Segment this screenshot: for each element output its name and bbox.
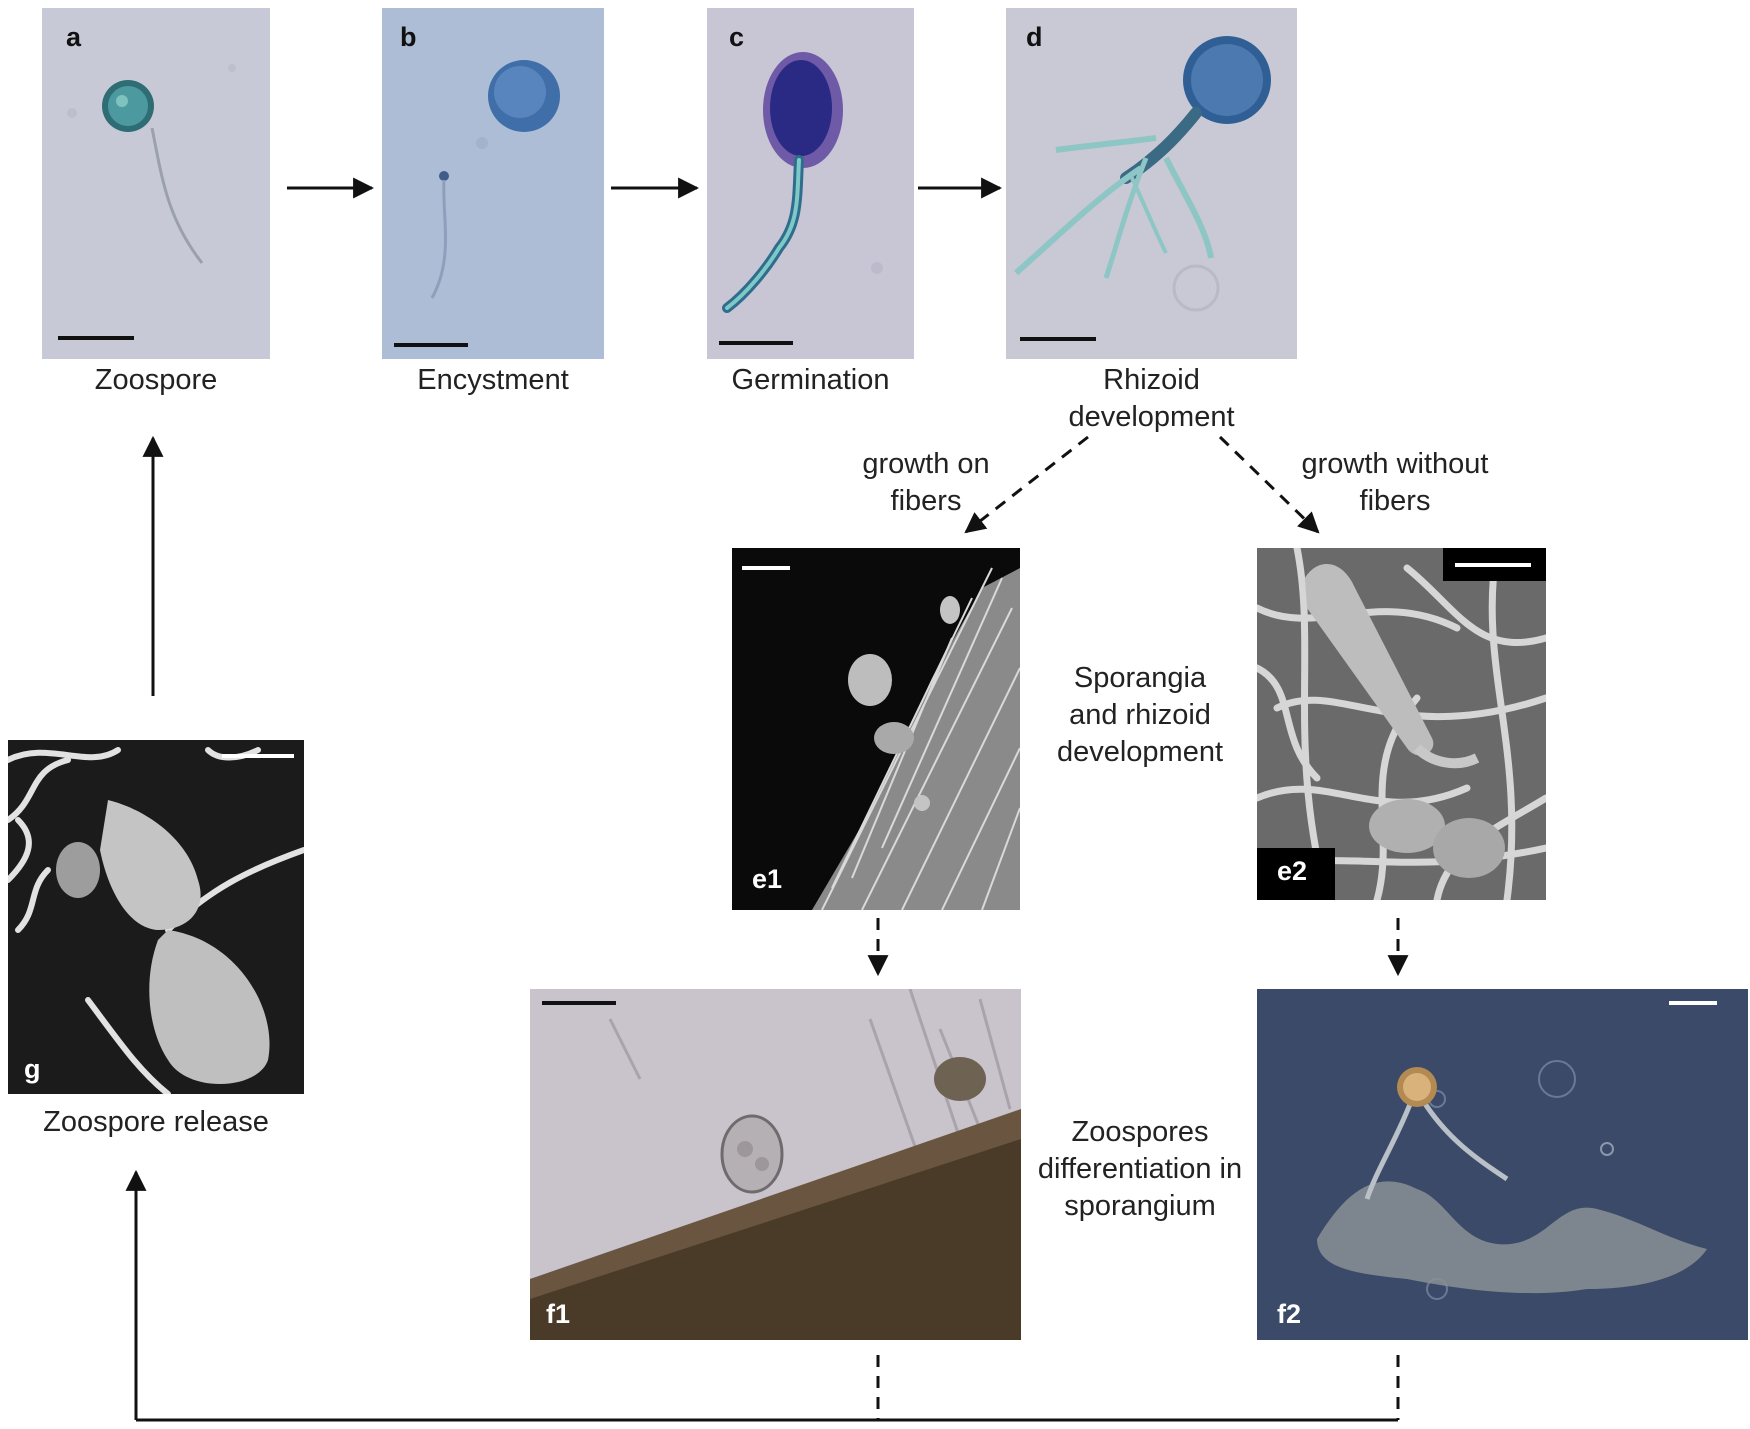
scale-bar-e2 (1455, 563, 1531, 567)
scale-bar-a (58, 336, 134, 340)
panel-letter-f1: f1 (546, 1299, 571, 1329)
stage-label-sporangia-line1: Sporangia (1073, 662, 1207, 694)
sem-without-fibers-image (1257, 548, 1546, 900)
panel-letter-f2: f2 (1277, 1299, 1302, 1329)
panel-letter-a: a (66, 22, 82, 52)
scale-bar-g (222, 754, 294, 758)
stage-label-zoospores-line3: sporangium (1064, 1190, 1216, 1222)
scale-bar-c (719, 341, 793, 345)
panel-letter-e1: e1 (752, 864, 783, 894)
caption-germination: Germination (731, 364, 890, 396)
stage-label-zoospores-line2: differentiation in (1037, 1153, 1243, 1185)
scale-bar-f1 (542, 1001, 616, 1005)
panel-e2-micrograph: e2 (1257, 548, 1546, 900)
branch-label-without-fibers-line1: growth without (1301, 448, 1489, 480)
panel-b-micrograph: b (382, 8, 604, 359)
panel-letter-d: d (1026, 22, 1043, 52)
panel-f1-micrograph: f1 (530, 989, 1021, 1340)
scale-bar-d (1020, 337, 1096, 341)
encystment-image (382, 8, 604, 359)
panel-e1-micrograph: e1 (732, 548, 1020, 910)
stage-label-sporangia-line2: and rhizoid (1069, 699, 1211, 731)
caption-rhizoid-line1: Rhizoid (1103, 364, 1200, 396)
panel-letter-b: b (400, 22, 417, 52)
caption-encystment: Encystment (417, 364, 569, 396)
panel-d-micrograph: d (1006, 8, 1297, 359)
zoospore-image (42, 8, 270, 359)
branch-label-on-fibers-line2: fibers (890, 485, 962, 517)
panel-a-micrograph: a (42, 8, 270, 359)
panel-letter-e2: e2 (1277, 856, 1308, 886)
sporangium-on-fiber-image (530, 989, 1021, 1340)
sem-on-fibers-image (732, 548, 1020, 910)
stage-label-zoospores-line1: Zoospores (1071, 1116, 1209, 1148)
panel-letter-g: g (24, 1054, 41, 1084)
zoospore-release-image (8, 740, 304, 1094)
germination-image (707, 8, 914, 359)
panel-f2-micrograph: f2 (1257, 989, 1748, 1340)
panel-g-micrograph: g (8, 740, 304, 1094)
scale-bar-e1 (742, 566, 790, 570)
scale-bar-b (394, 343, 468, 347)
caption-zoospore: Zoospore (94, 364, 218, 396)
rhizoid-image (1006, 8, 1297, 359)
caption-zoospore-release: Zoospore release (43, 1106, 269, 1138)
caption-rhizoid-line2: development (1068, 401, 1235, 433)
panel-letter-c: c (729, 22, 745, 52)
branch-label-on-fibers-line1: growth on (862, 448, 990, 480)
panel-c-micrograph: c (707, 8, 914, 359)
stage-label-sporangia-line3: development (1056, 736, 1224, 768)
sporangium-darkfield-image (1257, 989, 1748, 1340)
branch-label-without-fibers-line2: fibers (1359, 485, 1431, 517)
scale-bar-f2 (1669, 1001, 1717, 1005)
